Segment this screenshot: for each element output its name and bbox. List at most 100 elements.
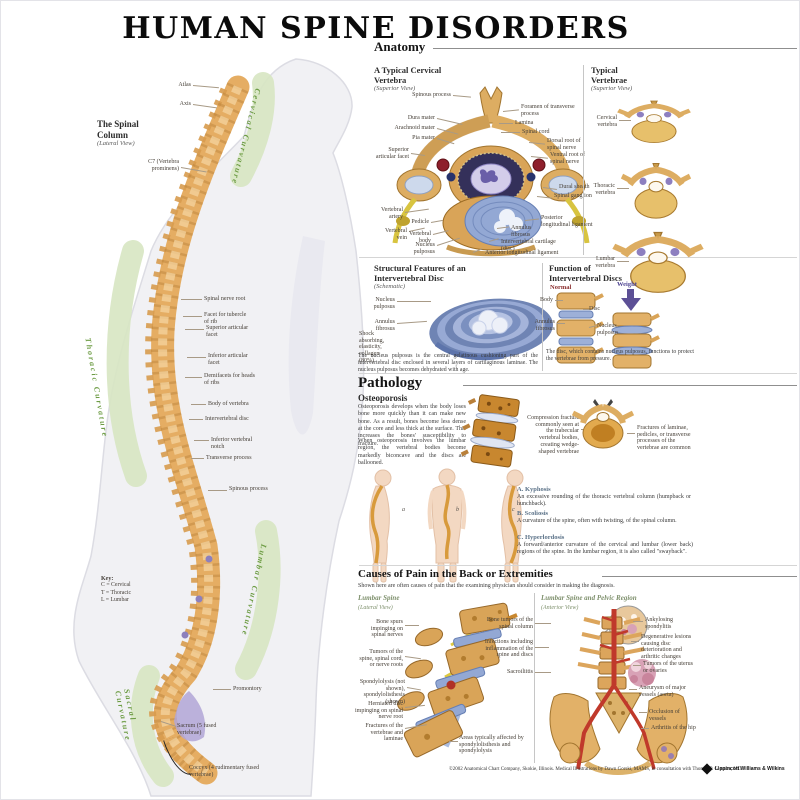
compression-fracture-vertebra bbox=[571, 399, 635, 449]
leader-line bbox=[535, 647, 549, 648]
spinal-column-title-text: The Spinal Column bbox=[97, 119, 139, 140]
label-inferior-articular-facet: Inferior articular facet bbox=[208, 353, 248, 366]
vertebral-artery-left bbox=[436, 158, 450, 172]
label-promontory: Promontory bbox=[233, 686, 262, 692]
anatomy-header: Anatomy bbox=[374, 39, 426, 54]
leader-line bbox=[535, 672, 551, 673]
weight-label: Weight bbox=[617, 281, 637, 288]
nucleus-blob bbox=[471, 320, 487, 336]
disc-function-caption: The disc, which contains nucleus pulposu… bbox=[546, 349, 694, 363]
label-ds-note: Shock absorbing, elasticity, collagen (8… bbox=[359, 331, 385, 364]
label-spondylolysis: Spondylolysis (not shown), spondylolisth… bbox=[359, 679, 405, 706]
osteoporosis-spine-illustration bbox=[460, 394, 520, 468]
typical-vertebrae-subtitle: (Superior View) bbox=[591, 85, 633, 93]
intervertebral-foramen-dot bbox=[205, 555, 213, 563]
cervical-vertebra-title-text: A Typical Cervical Vertebra bbox=[374, 65, 442, 86]
disc-ring bbox=[480, 206, 526, 236]
label-cv-lamina: Lamina bbox=[515, 120, 534, 126]
label-facet-tubercle: Facet for tubercle of rib bbox=[204, 312, 247, 325]
kyphosis-text: An excessive rounding of the thoracic ve… bbox=[517, 494, 691, 508]
vertebral-vein-right bbox=[526, 172, 536, 182]
segmental-arteries bbox=[599, 615, 631, 665]
section-divider bbox=[359, 565, 797, 566]
femoral-head-right bbox=[656, 742, 678, 764]
iliac-artery-left bbox=[576, 684, 616, 770]
fracture-arrow bbox=[607, 399, 613, 407]
spinous-process bbox=[405, 659, 433, 679]
label-arthritis-hip: Arthritis of the hip bbox=[651, 725, 696, 731]
label-spinous-process-left: Spinous process bbox=[229, 486, 268, 492]
intervertebral-foramen-dot bbox=[195, 595, 203, 603]
osteoporosis-label-left: Compression fracture commonly seen at th… bbox=[527, 415, 579, 455]
label-bone-tumors: Bone tumors of the spinal column bbox=[486, 617, 533, 630]
weight-stack bbox=[611, 289, 660, 369]
label-cv-ganglion: Spinal ganglion bbox=[554, 193, 592, 199]
bone-spur bbox=[506, 613, 518, 621]
label-infections: Infections including inflammation of the… bbox=[484, 639, 533, 659]
disc-function-title-text: Function of Intervertebral Discs bbox=[549, 263, 622, 284]
section-divider bbox=[359, 373, 797, 374]
pelvic-title: Lumbar Spine and Pelvic Region (Anterior… bbox=[541, 594, 641, 612]
label-cv-vert-vein: Vertebral vein bbox=[385, 228, 407, 241]
label-spinal-nerve-root: Spinal nerve root bbox=[204, 296, 246, 302]
label-cv-vert-artery: Vertebral artery bbox=[381, 207, 403, 220]
vertebral-vein-left bbox=[446, 172, 456, 182]
label-df-annulus: Annulus fibrosus bbox=[534, 319, 555, 332]
label-transverse-process: Transverse process bbox=[206, 455, 252, 461]
tumor-mass bbox=[628, 659, 656, 687]
figure-letter-c: c bbox=[512, 507, 515, 513]
superior-facet-left bbox=[404, 175, 434, 195]
figure-scoliosis bbox=[427, 468, 467, 583]
gray-matter bbox=[479, 169, 498, 183]
page-title: HUMAN SPINE DISORDERS bbox=[122, 11, 630, 46]
label-cervical-vertebra: Cervical vertebra bbox=[596, 115, 617, 128]
leader-line bbox=[191, 458, 204, 459]
leader-line bbox=[187, 357, 206, 358]
femoral-head-left bbox=[559, 742, 581, 764]
label-ankylosing: Ankylosing spondylitis bbox=[645, 617, 674, 630]
intervertebral-foramen-dot bbox=[181, 631, 189, 639]
scoliosis-text: A curvature of the spine, often with twi… bbox=[517, 518, 677, 524]
typical-vertebrae-title-text: Typical Vertebrae bbox=[591, 65, 628, 86]
iliac-wing-left bbox=[549, 693, 601, 764]
spinal-ganglion-left bbox=[396, 216, 410, 226]
vertebral-artery-right bbox=[532, 158, 546, 172]
leader-line bbox=[449, 741, 458, 742]
label-df-body: Body bbox=[539, 297, 553, 303]
publisher-logo-icon bbox=[701, 763, 713, 775]
herniated-disc bbox=[446, 680, 456, 690]
label-occlusion: Occlusion of vessels bbox=[649, 709, 680, 722]
leader-line bbox=[535, 623, 551, 624]
leader-line bbox=[191, 404, 206, 405]
iliac-artery-right bbox=[612, 684, 656, 770]
spinal-column-title: The Spinal Column (Lateral View) bbox=[97, 119, 161, 148]
normal-stack bbox=[556, 292, 604, 364]
disc-structure-caption: The nucleus pulposus is the central gela… bbox=[358, 353, 538, 374]
label-cv-foramen: Foramen of transverse process bbox=[521, 104, 575, 117]
leader-line bbox=[619, 120, 631, 121]
kyphosis-title: A. Kyphosis bbox=[517, 486, 551, 493]
label-areas-affected: Areas typically affected by spondylolist… bbox=[459, 735, 524, 755]
label-thoracic-vertebra: Thoracic vertebra bbox=[593, 183, 615, 196]
anterior-longitudinal-ligament bbox=[446, 244, 536, 257]
leader-line bbox=[185, 377, 202, 378]
label-demifacets: Demifacets for heads of ribs bbox=[204, 373, 255, 386]
cervical-vertebra-illustration bbox=[392, 86, 590, 257]
body-silhouette-and-spine-illustration bbox=[73, 58, 365, 797]
label-cv-dorsal-root: Dorsal root of spinal nerve bbox=[547, 138, 581, 151]
label-coccyx: Coccyx (4 rudimentary fused vertebrae) bbox=[189, 765, 260, 778]
scoliosis-title: B. Scoliosis bbox=[517, 510, 549, 517]
label-lumbar-vertebra: Lumbar vertebra bbox=[595, 256, 615, 269]
causes-rule bbox=[602, 576, 797, 577]
label-ds-nucleus: Nucleus pulposus bbox=[373, 297, 395, 310]
iliac-wing-right bbox=[636, 693, 688, 764]
leader-line bbox=[641, 728, 649, 729]
body-silhouette bbox=[73, 58, 365, 797]
leader-line bbox=[639, 712, 647, 713]
dura-dotted bbox=[457, 152, 525, 206]
figure-kyphosis bbox=[369, 469, 392, 583]
disc-structure-subtitle: (Schematic) bbox=[374, 283, 406, 291]
causes-header: Causes of Pain in the Back or Extremitie… bbox=[358, 568, 553, 580]
label-cv-body: Vertebral body bbox=[409, 231, 431, 244]
label-fractures: Fractures of the vertebrae and laminae bbox=[365, 723, 403, 743]
